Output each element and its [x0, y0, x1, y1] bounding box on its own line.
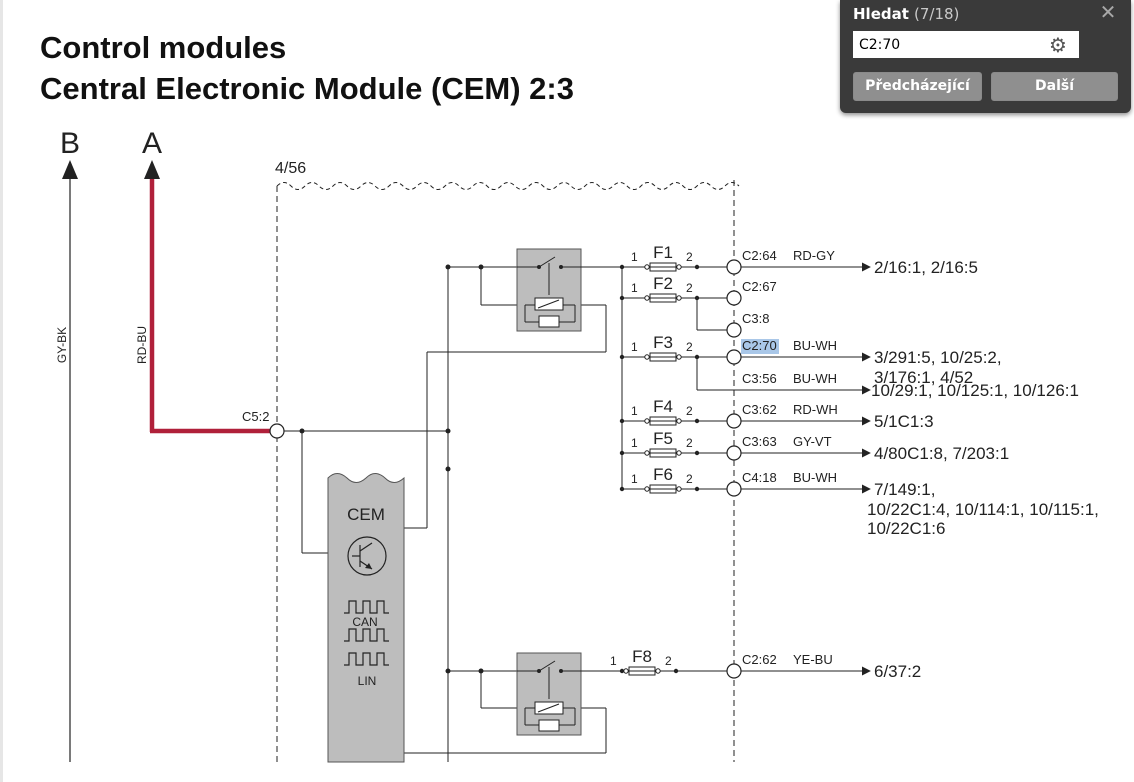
destination-2: 3/176:1, 4/52 — [874, 368, 973, 387]
fuse-label: F6 — [653, 465, 673, 484]
fuse-f4: F4 1 2 — [619, 397, 727, 426]
wire-color: YE-BU — [793, 652, 833, 667]
connector-id: C3:8 — [742, 311, 769, 326]
connector-id: C2:64 — [742, 248, 777, 263]
connector-id: C2:67 — [742, 279, 777, 294]
destination: 10/29:1, 10/125:1, 10/126:1 — [871, 381, 1079, 400]
destination: 3/291:5, 10/25:2, — [874, 348, 1002, 367]
fuse-pin-2: 2 — [686, 472, 693, 486]
fuse-f5: F5 1 2 — [619, 429, 727, 458]
fuse-pin-1: 1 — [631, 340, 638, 354]
page-edge — [0, 0, 3, 782]
cem-module — [327, 473, 405, 763]
wire-color: BU-WH — [793, 470, 837, 485]
connector-c3-62: C3:62 RD-WH 5/1C1:3 — [726, 402, 934, 431]
destination: 5/1C1:3 — [874, 412, 934, 431]
destination: 7/149:1, — [874, 480, 935, 499]
connector-c5-2 — [269, 423, 285, 439]
connector-id: C2:62 — [742, 652, 777, 667]
find-match-count: (7/18) — [914, 5, 960, 23]
wire-color: GY-VT — [793, 434, 832, 449]
wire-color: RD-GY — [793, 248, 835, 263]
next-button[interactable]: Další — [991, 72, 1118, 101]
junction-dots — [299, 264, 484, 674]
connector-c3-56: C3:56 BU-WH 10/29:1, 10/125:1, 10/126:1 — [734, 371, 1079, 400]
fuse-label: F2 — [653, 274, 673, 293]
fuse-label: F8 — [632, 647, 652, 666]
close-icon[interactable]: ✕ — [1099, 0, 1117, 24]
destination-2: 10/22C1:4, 10/114:1, 10/115:1, — [867, 500, 1099, 519]
fuse-label: F1 — [653, 243, 673, 262]
fuse-label: F4 — [653, 397, 673, 416]
destination: 4/80C1:8, 7/203:1 — [874, 444, 1009, 463]
fuse-pin-1: 1 — [631, 436, 638, 450]
bus-lines — [62, 160, 272, 762]
destination: 2/16:1, 2/16:5 — [874, 258, 978, 277]
search-highlight — [741, 339, 779, 354]
fuse-pin-1: 1 — [631, 281, 638, 295]
connector-c2-67: C2:67 — [726, 279, 777, 306]
connector-id: C3:56 — [742, 371, 777, 386]
find-title: Hledat — [853, 5, 909, 23]
connector-id: C3:63 — [742, 434, 777, 449]
fuse-pin-2: 2 — [686, 281, 693, 295]
connector-c5-2-label: C5:2 — [242, 409, 269, 424]
page-title: Control modules — [40, 30, 287, 65]
lin-label: LIN — [358, 674, 377, 688]
internal-wiring — [284, 266, 607, 762]
can-label: CAN — [352, 615, 377, 629]
find-input[interactable] — [853, 31, 1079, 58]
fuse-f1: F1 1 2 — [619, 243, 727, 272]
fuse-pin-2: 2 — [686, 436, 693, 450]
relay-1 — [516, 248, 582, 332]
fuse-pin-1: 1 — [631, 472, 638, 486]
bus-a-label: A — [142, 127, 162, 160]
fuse-pin-2: 2 — [686, 404, 693, 418]
bus-b-label: B — [60, 127, 80, 160]
wire-color: BU-WH — [793, 371, 837, 386]
connector-c2-64: C2:64 RD-GY 2/16:1, 2/16:5 — [726, 248, 978, 277]
connector-id: C3:62 — [742, 402, 777, 417]
fuse-label: F3 — [653, 333, 673, 352]
find-bar: Hledat (7/18) ✕ ⚙ Předcházející Další — [840, 0, 1131, 113]
wire-color: BU-WH — [793, 338, 837, 353]
destination-3: 10/22C1:6 — [867, 519, 945, 538]
connector-c3-63: C3:63 GY-VT 4/80C1:8, 7/203:1 — [726, 434, 1009, 463]
gear-icon[interactable]: ⚙ — [1049, 33, 1067, 57]
wire-label-gy-bk: GY-BK — [55, 327, 69, 363]
connector-c3-8: C3:8 — [726, 311, 769, 338]
fuse-f2: F2 1 2 — [619, 274, 727, 303]
fuse-f3: F3 1 2 — [619, 333, 727, 362]
fuse-f8: F8 1 2 — [610, 647, 727, 676]
cem-label: CEM — [347, 505, 385, 524]
fuse-pin-2: 2 — [686, 250, 693, 264]
connector-c2-62: C2:62 YE-BU 6/37:2 — [726, 652, 921, 681]
destination: 6/37:2 — [874, 662, 921, 681]
wire-color: RD-WH — [793, 402, 838, 417]
frame-label: 4/56 — [275, 160, 306, 177]
fuse-pin-1: 1 — [610, 654, 617, 668]
wire-label-rd-bu: RD-BU — [135, 326, 149, 364]
fuse-f6: F6 1 2 — [619, 465, 727, 494]
fuse-pin-2: 2 — [686, 340, 693, 354]
connector-id: C4:18 — [742, 470, 777, 485]
connector-c4-18: C4:18 BU-WH 7/149:1,10/22C1:4, 10/114:1, 1… — [726, 470, 1099, 538]
fuse-pin-2: 2 — [665, 654, 672, 668]
relay-2 — [516, 652, 582, 736]
fuse-pin-1: 1 — [631, 250, 638, 264]
connector-id: C2:70 — [742, 338, 777, 353]
fuse-pin-1: 1 — [631, 404, 638, 418]
previous-button[interactable]: Předcházející — [853, 72, 982, 101]
fuse-label: F5 — [653, 429, 673, 448]
page-subtitle: Central Electronic Module (CEM) 2:3 — [40, 71, 574, 106]
